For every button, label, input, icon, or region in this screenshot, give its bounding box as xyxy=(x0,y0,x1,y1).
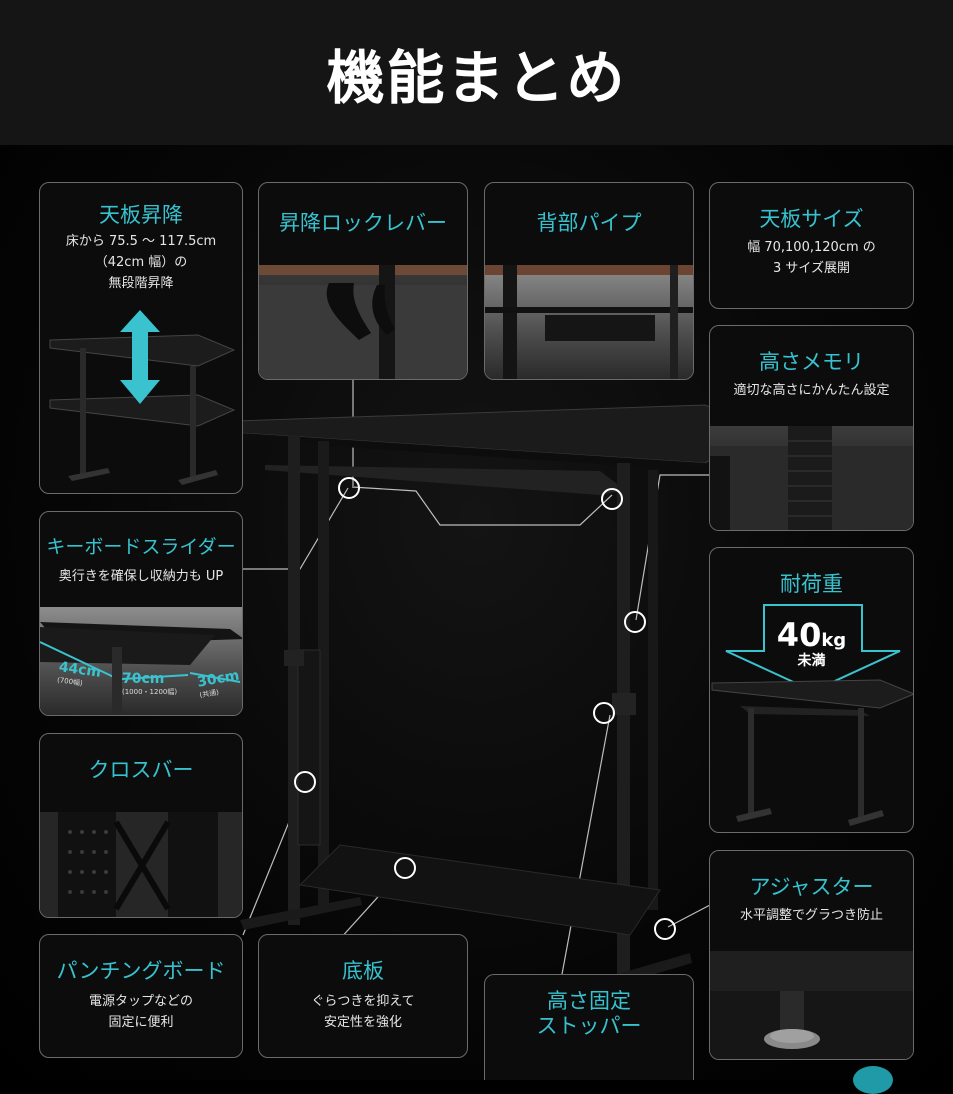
card-keyboard-slider: キーボードスライダー 奥行きを確保し収納力も UP 44cm (700幅) 70… xyxy=(39,511,243,716)
card-tenban-shoukou: 天板昇降 床から 75.5 〜 117.5cm （42cm 幅）の 無段階昇降 xyxy=(39,182,243,494)
card-adjuster: アジャスター 水平調整でグラつき防止 xyxy=(709,850,914,1060)
card-height-memory: 高さメモリ 適切な高さにかんたん設定 xyxy=(709,325,914,531)
card-stopper: 高さ固定 ストッパー xyxy=(484,974,694,1080)
crossbar-photo xyxy=(40,812,242,917)
card-tenban-size: 天板サイズ 幅 70,100,120cm の 3 サイズ展開 xyxy=(709,182,914,309)
up-down-arrow-icon xyxy=(120,310,160,404)
card-crossbar: クロスバー xyxy=(39,733,243,918)
marker-bottom-plate xyxy=(394,857,416,879)
marker-slider xyxy=(601,488,623,510)
marker-stopper xyxy=(593,702,615,724)
feature-stage: 天板昇降 床から 75.5 〜 117.5cm （42cm 幅）の 無段階昇降 … xyxy=(0,145,953,1080)
page-header: 機能まとめ xyxy=(0,0,953,145)
card-punching-board: パンチングボード 電源タップなどの 固定に便利 xyxy=(39,934,243,1058)
dim-b-label: 70cm (1000・1200幅) xyxy=(122,671,178,696)
card-back-pipe: 背部パイプ xyxy=(484,182,694,380)
load-desk-image xyxy=(711,679,913,826)
marker-punching-board xyxy=(294,771,316,793)
card-bottom-plate: 底板 ぐらつきを抑えて 安定性を強化 xyxy=(258,934,468,1058)
keyboard-slider-photo: 44cm (700幅) 70cm (1000・1200幅) 30cm (共通) xyxy=(40,607,242,715)
marker-height-memory xyxy=(624,611,646,633)
lock-lever-photo xyxy=(259,265,467,379)
load-value: 40kg 未満 xyxy=(776,616,847,669)
adjuster-photo xyxy=(710,951,913,1059)
marker-lock-lever xyxy=(338,477,360,499)
card-load: 耐荷重 40kg 未満 xyxy=(709,547,914,833)
page-title: 機能まとめ xyxy=(326,43,627,112)
page-indicator xyxy=(853,1066,893,1094)
back-pipe-photo xyxy=(485,265,693,379)
down-arrow-icon xyxy=(725,604,901,693)
card-lock-lever: 昇降ロックレバー xyxy=(258,182,468,380)
marker-adjuster xyxy=(654,918,676,940)
height-memory-photo xyxy=(710,426,913,530)
mini-desk-image xyxy=(49,310,236,485)
